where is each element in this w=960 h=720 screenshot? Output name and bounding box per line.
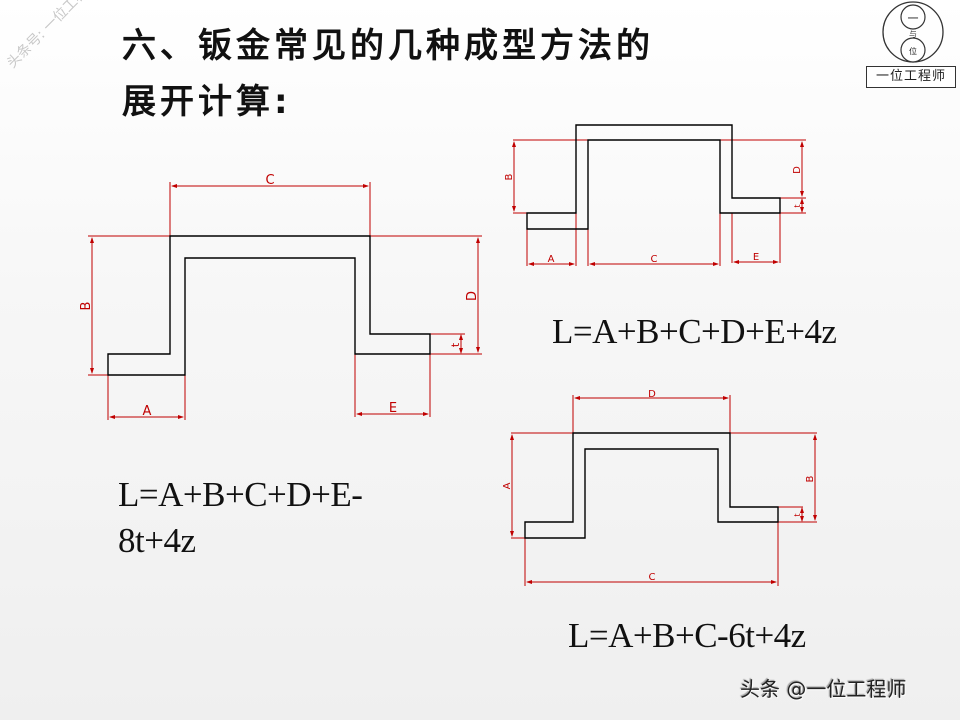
dim-label-d: D xyxy=(792,166,803,174)
figure-2-labels: A C E B D t xyxy=(504,166,803,265)
slide-title-line-1: 六、钣金常见的几种成型方法的 xyxy=(122,26,654,66)
dim-label-d: D xyxy=(648,389,656,400)
figure-1-profile xyxy=(107,235,431,376)
dim-label-c: C xyxy=(649,572,656,583)
dim-label-b: B xyxy=(805,475,816,482)
figure-2-extension-lines xyxy=(513,139,806,266)
figure-3: D C A B t xyxy=(502,389,817,586)
dim-label-t: t xyxy=(793,513,802,516)
footer-watermark: 头条 @一位工程师 xyxy=(740,677,907,701)
figure-2: A C E B D t xyxy=(504,124,806,266)
figure-3-labels: D C A B t xyxy=(502,389,816,583)
formula-figure-1-line-1: L=A+B+C+D+E- xyxy=(118,475,363,514)
formula-figure-3: L=A+B+C-6t+4z xyxy=(568,616,806,655)
figure-3-profile xyxy=(524,432,779,539)
dim-label-c: C xyxy=(265,173,274,188)
figure-2-dimension-lines xyxy=(512,141,804,266)
dim-label-b: B xyxy=(79,302,94,311)
formula-figure-1-line-2: 8t+4z xyxy=(118,521,196,560)
figure-1: C A E B D t xyxy=(79,173,482,420)
figure-3-extension-lines xyxy=(511,395,817,586)
figure-3-dimension-lines xyxy=(510,396,817,584)
figure-1-dimension-lines xyxy=(90,184,480,419)
dim-label-e: E xyxy=(389,401,397,416)
logo-caption: 一位工程师 xyxy=(866,66,956,88)
dim-label-a: A xyxy=(143,404,152,419)
dim-label-b: B xyxy=(504,173,515,180)
dim-label-t: t xyxy=(793,204,802,207)
dim-label-a: A xyxy=(548,254,555,265)
figure-2-profile xyxy=(526,124,781,230)
formula-figure-1: L=A+B+C+D+E- 8t+4z xyxy=(118,472,363,564)
dim-label-c: C xyxy=(651,254,658,265)
formula-figure-2: L=A+B+C+D+E+4z xyxy=(552,312,837,351)
figure-1-extension-lines xyxy=(88,182,482,420)
figure-1-labels: C A E B D t xyxy=(79,173,480,419)
dim-label-d: D xyxy=(465,291,480,301)
dim-label-a: A xyxy=(502,482,513,489)
dim-label-e: E xyxy=(753,252,759,263)
slide-title-line-2: 展开计算: xyxy=(122,82,292,122)
dim-label-t: t xyxy=(449,342,462,347)
